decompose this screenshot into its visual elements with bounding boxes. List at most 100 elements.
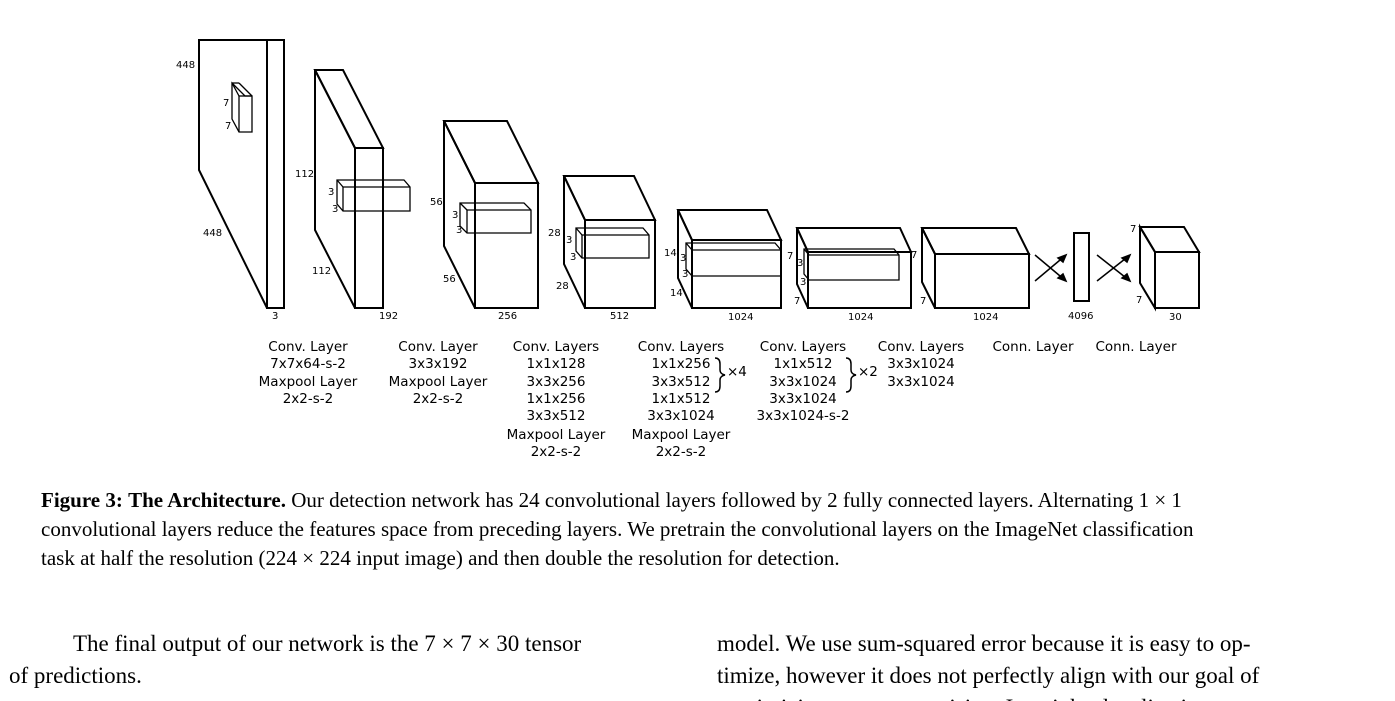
layer-block-line: 1x1x256 (652, 356, 711, 372)
dim-l5-w: 7 (794, 296, 800, 307)
dim-l1-h: 112 (295, 169, 314, 180)
dim-fc-units: 4096 (1068, 311, 1093, 322)
volume-112 (313, 69, 385, 309)
layer-block-line: Conv. Layer (398, 339, 478, 355)
dim-out-h: 7 (1130, 224, 1136, 235)
body-line: The final output of our network is the 7… (73, 631, 582, 656)
dim-k5a: 3 (680, 253, 686, 264)
layer-block-line: Conv. Layers (878, 339, 964, 355)
figure-label: Figure 3: (41, 488, 123, 512)
layer-block-line: 3x3x1024 (887, 356, 955, 372)
layer-block-line: 3x3x512 (527, 408, 586, 424)
kernel-14 (685, 242, 782, 277)
layer-block-line: 3x3x1024 (647, 408, 715, 424)
dim-input-h: 448 (176, 60, 195, 71)
volume-7b (920, 227, 1031, 309)
dim-k5b: 3 (682, 269, 688, 280)
layer-block-line: 2x2-s-2 (531, 444, 582, 460)
dim-k3b: 3 (456, 225, 462, 236)
dim-k2a: 3 (328, 187, 334, 198)
layer-block-3: Conv. Layers 1x1x128 3x3x256 1x1x256 3x3… (507, 339, 606, 460)
volume-56 (442, 120, 540, 309)
layer-block-line: 3x3x1024 (769, 374, 837, 390)
kernel-56 (459, 202, 532, 234)
layer-block-line: Maxpool Layer (259, 374, 358, 390)
dim-l4-c: 1024 (728, 312, 753, 323)
layer-block-line: 3x3x1024 (769, 391, 837, 407)
layer-block-6: Conv. Layers 3x3x1024 3x3x1024 (878, 339, 964, 390)
body-line: model. We use sum-squared error because … (717, 631, 1251, 656)
caption-line-1: Figure 3: The Architecture. Our detectio… (41, 486, 1341, 515)
dim-l6-w: 7 (920, 296, 926, 307)
layer-block-line: 1x1x128 (527, 356, 586, 372)
layer-block-line: 3x3x256 (527, 374, 586, 390)
dim-l2-c: 256 (498, 311, 517, 322)
layer-block-2: Conv. Layer 3x3x192 Maxpool Layer 2x2-s-… (389, 339, 488, 407)
layer-block-line: Maxpool Layer (389, 374, 488, 390)
dim-k4b: 3 (570, 252, 576, 263)
dim-k3a: 3 (452, 210, 458, 221)
layer-block-line: Conv. Layer (268, 339, 348, 355)
dim-l2-w: 56 (443, 274, 456, 285)
layer-block-line: 2x2-s-2 (413, 391, 464, 407)
layer-block-line: 1x1x256 (527, 391, 586, 407)
layer-block-line: 1x1x512 (652, 391, 711, 407)
repeat-brace-2: ×2 (845, 357, 878, 393)
figure-caption: Figure 3: The Architecture. Our detectio… (41, 486, 1341, 573)
caption-text-1: Our detection network has 24 convolution… (291, 488, 1182, 512)
dim-l6-c: 1024 (973, 312, 998, 323)
volume-28 (562, 175, 657, 309)
dim-l1-c: 192 (379, 311, 398, 322)
fc-connection-1 (1034, 253, 1068, 283)
layer-block-1: Conv. Layer 7x7x64-s-2 Maxpool Layer 2x2… (259, 339, 358, 407)
volume-14 (676, 209, 783, 309)
figure-title: The Architecture. (128, 488, 286, 512)
dim-k4a: 3 (566, 235, 572, 246)
layer-block-line: 2x2-s-2 (283, 391, 334, 407)
kernel-28 (575, 227, 650, 259)
body-paragraph: The final output of our network is the 7… (9, 628, 661, 692)
layer-block-line: 3x3x192 (409, 356, 468, 372)
layer-block-line: 1x1x512 (774, 356, 833, 372)
fc-connection-2 (1096, 253, 1132, 283)
body-line: of predictions. (9, 663, 142, 688)
dim-l3-w: 28 (556, 281, 569, 292)
output-volume (1138, 223, 1201, 312)
dim-k2b: 3 (332, 204, 338, 215)
dim-l3-c: 512 (610, 311, 629, 322)
layer-block-line: 3x3x1024-s-2 (757, 408, 850, 424)
dim-out-c: 30 (1169, 312, 1182, 323)
kernel-7a (803, 248, 900, 281)
repeat-label-2: ×2 (858, 364, 878, 380)
repeat-brace-4: ×4 (714, 357, 747, 393)
repeat-label-4: ×4 (727, 364, 747, 380)
dim-l6-h: 7 (911, 250, 917, 261)
layer-block-line: 3x3x1024 (887, 374, 955, 390)
body-line: timize, however it does not perfectly al… (717, 663, 1260, 688)
layer-block-line: Conn. Layer (992, 339, 1073, 355)
dim-k6a: 3 (797, 258, 803, 269)
dim-l2-h: 56 (430, 197, 443, 208)
layer-block-5: Conv. Layers 1x1x512 3x3x1024 3x3x1024 3… (757, 339, 850, 424)
dim-l5-c: 1024 (848, 312, 873, 323)
layer-block-line: Conv. Layers (760, 339, 846, 355)
layer-block-line: Conv. Layers (638, 339, 724, 355)
dim-k1a: 7 (223, 98, 229, 109)
layer-block-line: Maxpool Layer (632, 427, 731, 443)
layer-block-4: Conv. Layers 1x1x256 3x3x512 1x1x512 3x3… (632, 339, 731, 460)
dim-k1b: 7 (225, 121, 231, 132)
caption-line-2: convolutional layers reduce the features… (41, 517, 1194, 541)
dim-input-w: 448 (203, 228, 222, 239)
volume-7a (795, 227, 913, 309)
body-column-right: model. We use sum-squared error because … (717, 628, 1339, 701)
dim-l4-h: 14 (664, 248, 677, 259)
layer-block-line: Conn. Layer (1095, 339, 1176, 355)
dim-l3-h: 28 (548, 228, 561, 239)
input-volume (198, 39, 285, 309)
dim-out-w: 7 (1136, 295, 1142, 306)
caption-line-3: task at half the resolution (224 × 224 i… (41, 546, 840, 570)
layer-block-line: 2x2-s-2 (656, 444, 707, 460)
architecture-diagram: 448 448 3 7 7 112 112 192 3 3 56 56 256 … (176, 39, 1201, 460)
fc-4096-bar (1073, 232, 1090, 302)
body-column-left: The final output of our network is the 7… (9, 628, 661, 692)
